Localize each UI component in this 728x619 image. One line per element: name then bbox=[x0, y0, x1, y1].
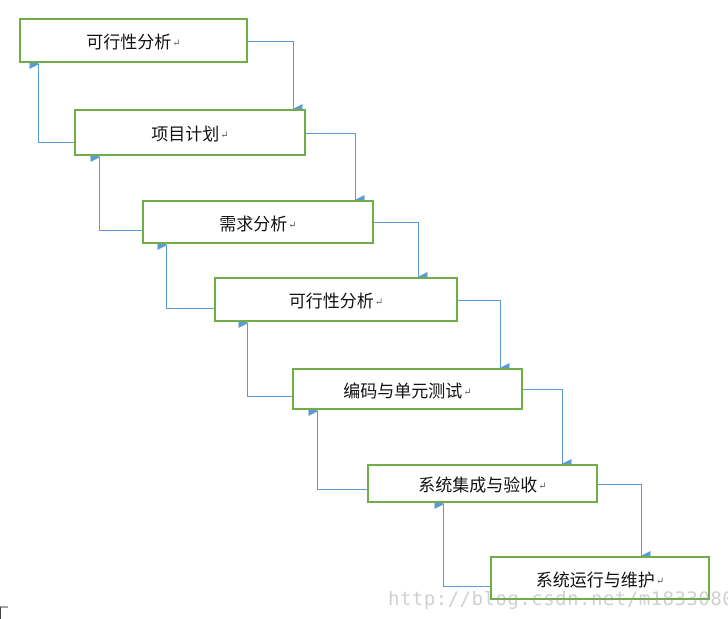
up-arrow bbox=[29, 59, 84, 143]
up-arrow bbox=[434, 499, 500, 587]
return-mark-icon: ↵ bbox=[538, 481, 547, 492]
stage-box: 项目计划↵ bbox=[74, 109, 306, 156]
down-arrow bbox=[248, 41, 303, 114]
stage-box: 需求分析↵ bbox=[142, 200, 374, 244]
return-mark-icon: ↵ bbox=[463, 386, 472, 398]
stage-label: 需求分析 bbox=[219, 214, 288, 235]
stage-label: 可行性分析 bbox=[86, 33, 172, 53]
watermark: http://blog.csdn.net/m18330808841 bbox=[388, 588, 728, 610]
return-mark-icon: ↵ bbox=[288, 219, 297, 231]
up-arrow bbox=[157, 240, 224, 309]
stage-label: 项目计划 bbox=[151, 125, 220, 145]
stage-box: 系统集成与验收↵ bbox=[367, 464, 598, 503]
down-arrow bbox=[598, 484, 651, 561]
stage-label: 系统集成与验收 bbox=[418, 476, 538, 496]
up-arrow bbox=[238, 318, 302, 397]
return-mark-icon: ↵ bbox=[655, 575, 665, 587]
return-mark-icon: ↵ bbox=[172, 38, 181, 49]
corner-mark bbox=[0, 606, 8, 619]
up-arrow bbox=[90, 152, 152, 231]
stage-box: 可行性分析↵ bbox=[19, 18, 248, 63]
up-arrow bbox=[308, 406, 377, 490]
down-arrow bbox=[306, 133, 365, 205]
stage-label: 编码与单元测试 bbox=[343, 381, 463, 402]
stage-box: 可行性分析↵ bbox=[214, 277, 458, 322]
stage-box: 编码与单元测试↵ bbox=[292, 368, 523, 410]
down-arrow bbox=[458, 300, 510, 373]
stage-label: 可行性分析 bbox=[288, 292, 374, 312]
return-mark-icon: ↵ bbox=[374, 297, 384, 308]
return-mark-icon: ↵ bbox=[220, 130, 229, 141]
stage-label: 系统运行与维护 bbox=[535, 570, 655, 591]
down-arrow bbox=[374, 222, 428, 282]
down-arrow bbox=[523, 389, 572, 469]
stage-box: 系统运行与维护↵ bbox=[490, 556, 710, 600]
